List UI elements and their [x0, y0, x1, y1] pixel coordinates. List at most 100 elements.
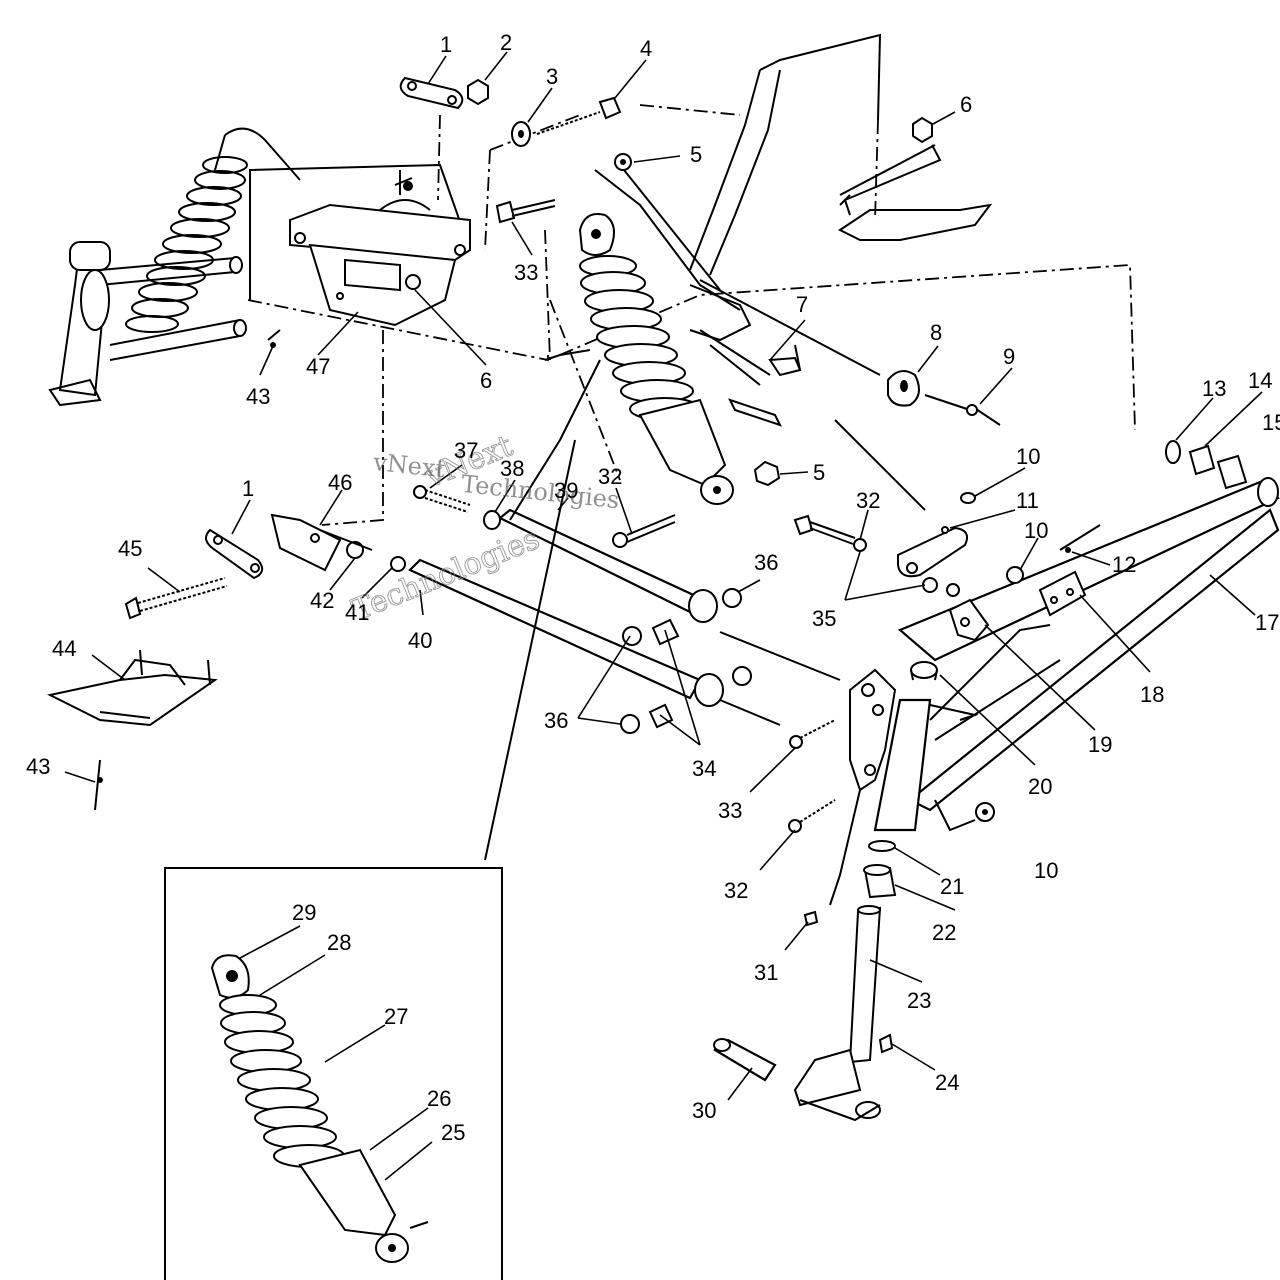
callout-6: 6: [480, 368, 492, 393]
callout-44: 44: [52, 636, 76, 661]
part-3-washer: [511, 121, 531, 147]
part-5-nut-lower: [753, 460, 781, 487]
callout-32: 32: [724, 878, 748, 903]
callout-13: 13: [1202, 376, 1226, 401]
part-18-block: [1038, 570, 1087, 617]
callout-14: 14: [1248, 368, 1272, 393]
callout-30: 30: [692, 1098, 716, 1123]
callout-33: 33: [514, 260, 538, 285]
callout-31: 31: [754, 960, 778, 985]
callout-22: 22: [932, 920, 956, 945]
part-1-link-plate-top: [399, 76, 464, 110]
part-1-link-plate-lower: [205, 528, 264, 580]
callout-leaders: [64, 51, 1263, 1181]
watermark-overlay-2: Technologies: [460, 470, 621, 514]
connection-lines: [321, 114, 926, 906]
part-31-grease-fitting: [803, 910, 819, 927]
callout-6: 6: [960, 92, 972, 117]
callout-27: 27: [384, 1004, 408, 1029]
callout-19: 19: [1088, 732, 1112, 757]
callout-10: 10: [1024, 518, 1048, 543]
part-23-spindle: [793, 905, 882, 1122]
part-45-bolt: [124, 577, 228, 620]
part-13-washer: [1165, 440, 1181, 464]
part-19-bracket: [948, 598, 990, 642]
part-42-41-bushings: [319, 529, 406, 572]
callout-40: 40: [408, 628, 432, 653]
callout-9: 9: [1003, 344, 1015, 369]
part-43-clips: [94, 329, 281, 811]
part-40-rod: [408, 558, 724, 707]
callout-29: 29: [292, 900, 316, 925]
part-22-bushing: [863, 864, 897, 899]
callout-36: 36: [544, 708, 568, 733]
part-2-nut: [467, 78, 489, 106]
callout-45: 45: [118, 536, 142, 561]
callout-32: 32: [856, 488, 880, 513]
part-30-sleeve: [713, 1038, 777, 1082]
callout-18: 18: [1140, 682, 1164, 707]
part-6-nut-right: [843, 116, 942, 216]
callout-39: 39: [554, 478, 578, 503]
part-37-bolt: [413, 485, 471, 513]
callout-35: 35: [812, 606, 836, 631]
callout-5: 5: [690, 142, 702, 167]
left-shock-assembly: [48, 127, 301, 407]
callout-11: 11: [1016, 488, 1039, 513]
callout-7: 7: [796, 292, 808, 317]
callout-26: 26: [427, 1086, 451, 1111]
callout-28: 28: [327, 930, 351, 955]
callout-1: 1: [242, 476, 254, 501]
part-8-bushing: [887, 370, 920, 407]
callout-12: 12: [1112, 552, 1136, 577]
callout-23: 23: [907, 988, 931, 1013]
callout-24: 24: [935, 1070, 959, 1095]
part-5-nut-top: [614, 153, 632, 171]
part-9-bolt: [924, 394, 1001, 426]
callout-37: 37: [454, 438, 478, 463]
callout-labels: 1 2 3 4 5 6 33 7 8 9 6 47 43 13 14 15 10…: [26, 30, 1280, 1145]
part-32-bolt-right: [793, 514, 867, 552]
part-33-bolt-top: [495, 199, 556, 224]
callout-10: 10: [1034, 858, 1058, 883]
callout-43: 43: [246, 384, 270, 409]
main-shock-absorber: [578, 213, 734, 505]
part-32-bolt-center: [612, 514, 676, 548]
inset-shock-detail: [164, 867, 503, 1280]
callout-3: 3: [546, 64, 558, 89]
callout-10: 10: [1016, 444, 1040, 469]
spindle-assembly: [849, 661, 979, 832]
part-33-bolt-lower: [789, 719, 836, 749]
chassis-frame: [247, 33, 1136, 431]
callout-15: 15: [1262, 410, 1280, 435]
part-12-clip: [1059, 524, 1101, 553]
callout-38: 38: [500, 456, 524, 481]
callout-36: 36: [754, 550, 778, 575]
callout-41: 41: [345, 600, 369, 625]
part-35-nuts: [922, 577, 960, 597]
callout-2: 2: [500, 30, 512, 55]
callout-46: 46: [328, 470, 352, 495]
part-21-washer: [868, 840, 896, 852]
part-15-bushing: [1216, 454, 1248, 490]
part-44-skid-plate: [47, 649, 218, 727]
callout-8: 8: [930, 320, 942, 345]
callout-17: 17: [1255, 610, 1279, 635]
callout-1: 1: [440, 32, 452, 57]
callout-32: 32: [598, 464, 622, 489]
part-32-bolt-lower: [788, 799, 836, 833]
part-11-pivot-arm: [897, 526, 968, 578]
callout-47: 47: [306, 354, 330, 379]
part-38-bushing: [483, 510, 501, 530]
part-39-rod: [497, 508, 718, 623]
part-14-spacer: [1188, 444, 1216, 476]
part-46-bracket: [270, 513, 342, 572]
part-47-bracket: [289, 170, 471, 327]
callout-33: 33: [718, 798, 742, 823]
callout-5: 5: [813, 460, 825, 485]
part-24-fitting: [878, 1033, 894, 1054]
part-7-stabilizer: [699, 279, 881, 427]
callout-34: 34: [692, 756, 716, 781]
callout-21: 21: [940, 874, 964, 899]
